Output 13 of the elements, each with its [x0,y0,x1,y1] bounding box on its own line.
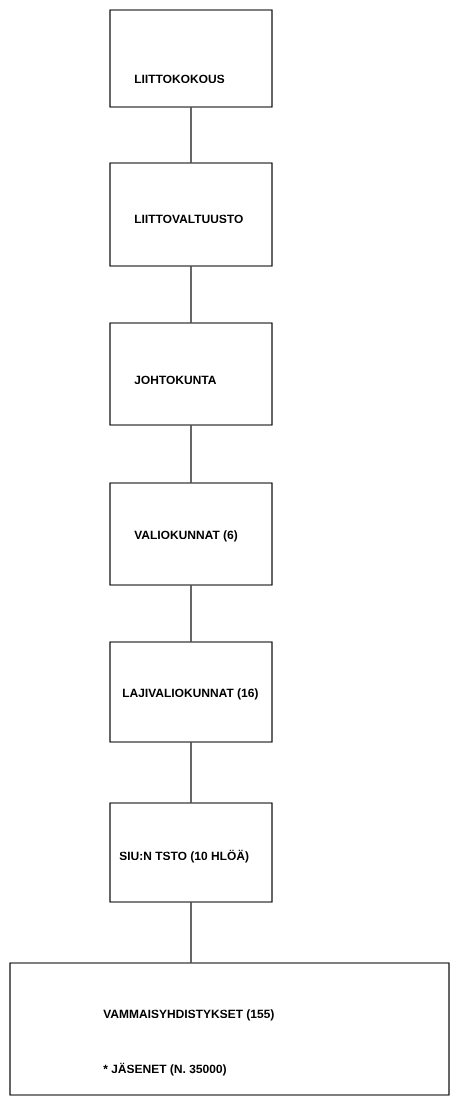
box: LAJIVALIOKUNNAT (16) [109,641,273,743]
box: JOHTOKUNTA [109,322,273,426]
connector-line [190,107,192,163]
connector-line [190,742,192,803]
box: SIU:N TSTO (10 HLÖÄ) [109,802,273,903]
connector-line [190,266,192,323]
box: VAMMAISYHDISTYKSET (155) * JÄSENET (N. 35000) [9,962,450,1096]
connector-line [190,425,192,483]
box: LIITTOVALTUUSTO [109,162,273,267]
connector-line [190,585,192,642]
box: VALIOKUNNAT (6) [109,482,273,586]
box: LIITTOKOKOUS [109,9,273,108]
connector-line [190,902,192,963]
